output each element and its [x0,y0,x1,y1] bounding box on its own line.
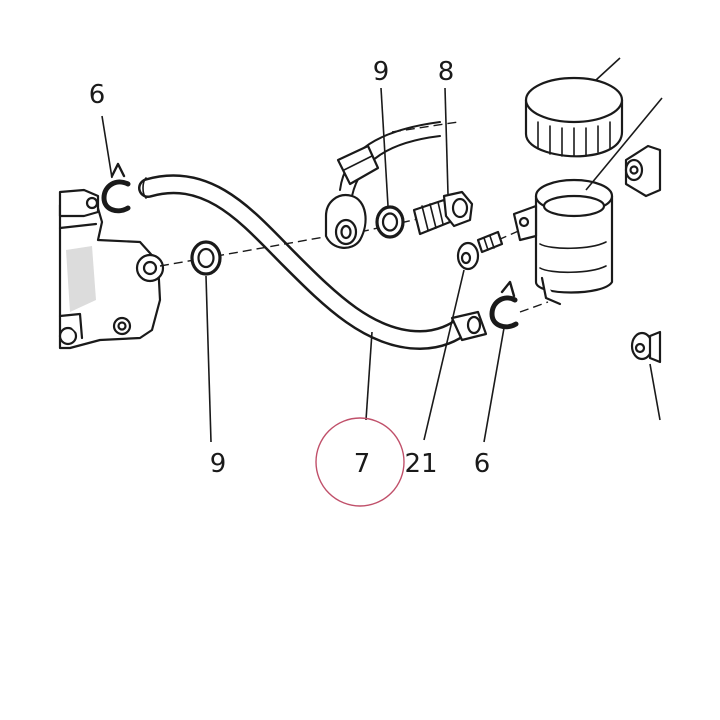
screw-21 [456,230,504,271]
reservoir-cap [524,76,624,158]
highlight-circle [315,417,405,507]
assembly-line-upper-pipe [391,121,459,133]
hose-clamp-left [101,162,131,214]
callout-21: 21 [404,449,437,479]
callout-6-right: 6 [474,449,491,479]
reservoir-body [512,178,614,306]
leader-9-bottom [205,275,212,443]
leader-reservoir [585,97,663,191]
washer-lower [190,240,222,276]
leader-7 [365,331,373,421]
washer-upper [375,205,405,239]
hose-clamp-right [489,280,519,330]
leader-9-top [380,87,389,207]
leader-mount-bolt [649,363,661,421]
leader-21 [423,269,465,441]
hose-end-fitting [450,310,488,342]
leader-cap [595,57,621,81]
hose-7 [138,174,472,351]
assembly-line-right [519,301,549,313]
assembly-line-left [159,235,331,267]
banjo-fitting [324,121,441,249]
mount-bolt [630,330,662,364]
assembly-line-top [359,209,459,233]
banjo-bolt [412,190,474,236]
leader-6-right [483,327,505,443]
leader-8 [444,87,449,195]
callout-7: 7 [354,449,371,479]
reservoir-mount-bracket [624,144,662,198]
leader-6-left [101,115,113,179]
callout-8: 8 [438,57,455,87]
caliper-bracket [58,188,165,350]
callout-6-left: 6 [89,80,106,110]
callout-9-top: 9 [373,57,390,87]
callout-9-bottom: 9 [210,449,227,479]
